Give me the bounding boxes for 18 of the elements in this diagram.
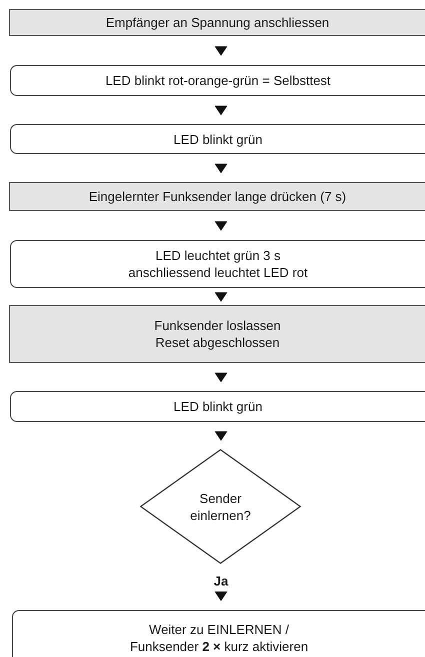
step-text: Eingelernter Funksender lange drücken (7 s) xyxy=(88,188,346,205)
step-text: LED blinkt rot-orange-grün = Selbsttest xyxy=(105,72,331,89)
step-text: Sender einlernen? xyxy=(189,490,252,524)
status-box xyxy=(10,240,425,288)
action-box xyxy=(9,9,425,36)
status-box xyxy=(10,391,425,422)
step-text: Empfänger an Spannung anschliessen xyxy=(106,14,330,31)
step-text: LED blinkt grün xyxy=(174,398,262,415)
status-box xyxy=(12,610,425,657)
step-text: LED blinkt grün xyxy=(174,130,262,148)
status-box xyxy=(10,124,425,154)
decision-diamond xyxy=(140,449,301,564)
step-text: Weiter zu EINLERNEN / Funksender 2 × kurz aktivieren xyxy=(128,621,310,655)
step-text: LED leuchtet grün 3 s anschliessend leuchtet LED rot xyxy=(127,247,309,281)
action-box xyxy=(9,182,425,211)
status-box xyxy=(10,65,425,96)
action-box xyxy=(9,305,425,363)
step-text: Funksender loslassen Reset abgeschlossen xyxy=(153,317,282,351)
